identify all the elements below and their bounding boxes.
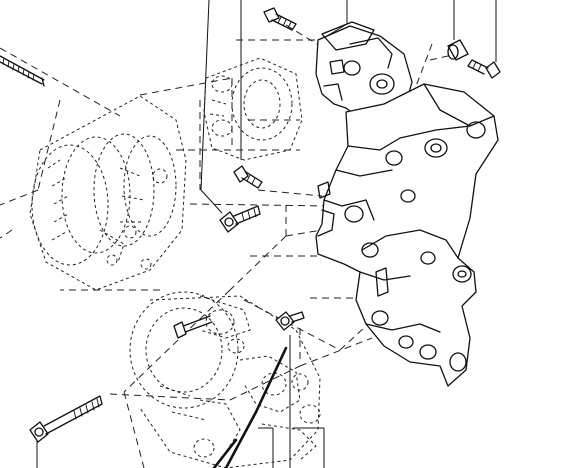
callout-leader-lines	[36, 0, 497, 468]
ac-compressor	[129, 291, 321, 468]
stud-on-compressor	[173, 315, 213, 339]
spacer-sleeve	[447, 39, 469, 61]
alternator	[29, 95, 187, 291]
bolt-right	[467, 59, 501, 79]
bolt-compressor-upper	[275, 311, 305, 331]
assembly-alignment-lines	[0, 24, 467, 468]
long-stud-bolt	[0, 55, 45, 87]
bolt-pulley	[233, 165, 263, 189]
tensioner-pulley	[203, 57, 303, 161]
accessory-mounting-bracket	[315, 21, 499, 387]
bolt-top	[263, 7, 297, 31]
bolt-alternator-mount	[219, 205, 261, 233]
long-bolt-compressor	[29, 395, 103, 443]
